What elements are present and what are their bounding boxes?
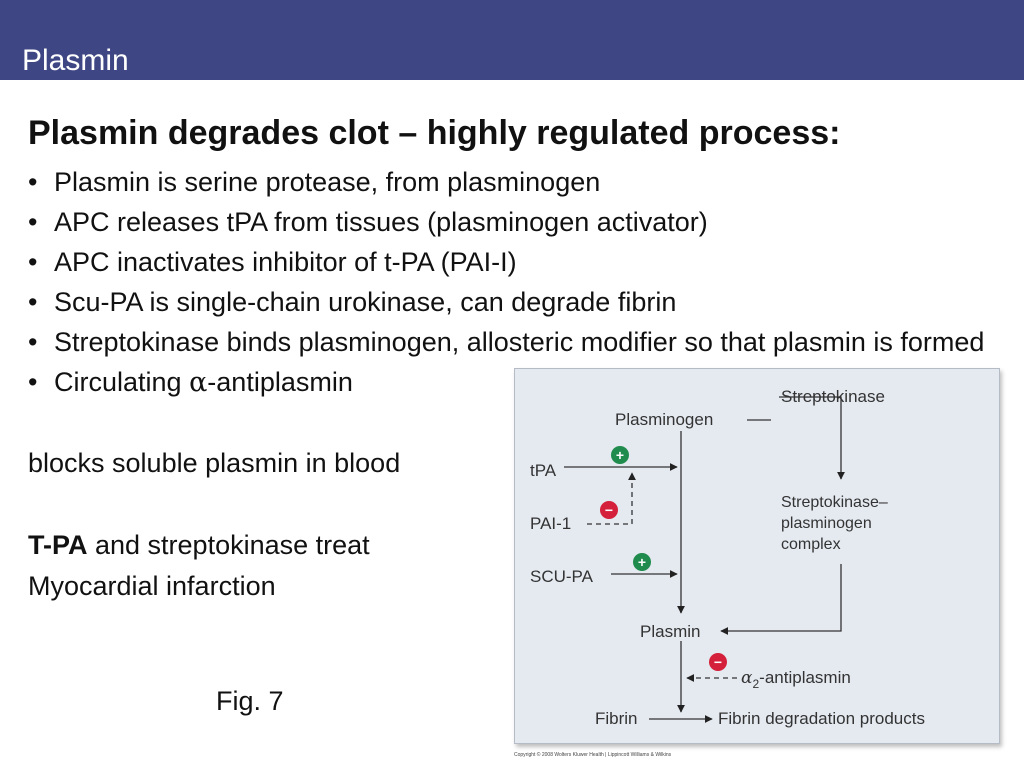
plasmin-label: Plasmin [640,622,700,641]
pai1-inhibition-arrow [587,472,636,525]
slide-heading: Plasmin degrades clot – highly regulated… [28,114,841,152]
fibrinolysis-diagram: Plasminogen Streptokinase Streptokinase–… [514,368,1000,744]
bullet-item: • Plasmin is serine protease, from plasmi… [28,162,988,202]
circulating-suffix: -antiplasmin [207,367,353,397]
minus-icon: − [714,654,722,670]
treat-rest: and streptokinase treat [87,530,370,560]
bullet-item: • APC inactivates inhibitor of t-PA (PAI-… [28,242,988,282]
treat-line: T-PA and streptokinase treat [28,530,370,561]
circulating-prefix: Circulating [54,367,190,397]
slide-title: Plasmin [22,44,129,77]
tpa-label: tPA [530,461,557,480]
bullet-marker: • [28,287,38,317]
minus-badge-pai1: − [600,501,618,519]
bullet-text: Streptokinase binds plasminogen, alloste… [54,327,985,357]
bullet-list: • Plasmin is serine protease, from plasmi… [28,162,988,403]
plus-icon: + [638,554,646,570]
minus-circle [709,653,727,671]
plus-badge-scupa: + [633,553,651,571]
pai1-label: PAI-1 [530,514,571,533]
bullet-marker: • [28,247,38,277]
minus-badge-antiplasmin: − [709,653,727,671]
fdp-label: Fibrin degradation products [718,709,925,728]
bullet-marker: • [28,167,38,197]
minus-circle [600,501,618,519]
fig-label: Fig. 7 [216,686,284,716]
bullet-item: • Streptokinase binds plasminogen, allost… [28,322,988,362]
scupa-label: SCU-PA [530,567,594,586]
alpha-symbol: α [741,668,753,688]
tpa-bold: T-PA [28,530,88,560]
copyright-notice: Copyright © 2008 Wolters Kluwer Health |… [514,752,672,758]
bullet-text: APC releases tPA from tissues (plasminog… [54,207,708,237]
mi-line: Myocardial infarction [28,571,276,601]
blocks-line: blocks soluble plasmin in blood [28,448,401,478]
bullet-item: • APC releases tPA from tissues (plasmino… [28,202,988,242]
plus-icon: + [616,447,624,463]
bullet-text: Scu-PA is single-chain urokinase, can de… [54,287,677,317]
streptokinase-arrow [779,396,845,480]
bullet-item: • Scu-PA is single-chain urokinase, can d… [28,282,988,322]
title-bar: Plasmin [0,0,1024,80]
diagram-svg: Plasminogen Streptokinase Streptokinase–… [530,387,925,728]
bullet-text: APC inactivates inhibitor of t-PA (PAI-I… [54,247,517,277]
bullet-text: Plasmin is serine protease, from plasmin… [54,167,601,197]
complex-to-plasmin-arrow [720,564,842,635]
antiplasmin-label: α2-antiplasmin [741,668,851,691]
complex-line1-label: Streptokinase– [781,494,888,511]
plus-circle [633,553,651,571]
complex-line2-label: plasminogen [781,515,872,532]
fibrin-label: Fibrin [595,709,638,728]
minus-icon: − [605,502,613,518]
antiplasmin-rest: -antiplasmin [759,668,851,687]
bullet-marker: • [28,367,38,397]
plus-circle [611,446,629,464]
bullet-item: • Circulating α-antiplasmin [28,362,988,403]
bullet-marker: • [28,207,38,237]
plus-badge-tpa: + [611,446,629,464]
plasminogen-label: Plasminogen [615,410,713,429]
bullet-marker: • [28,327,38,357]
antiplasmin-subscript: 2 [752,677,759,691]
alpha-symbol: α [189,367,208,398]
complex-line3-label: complex [781,536,841,553]
